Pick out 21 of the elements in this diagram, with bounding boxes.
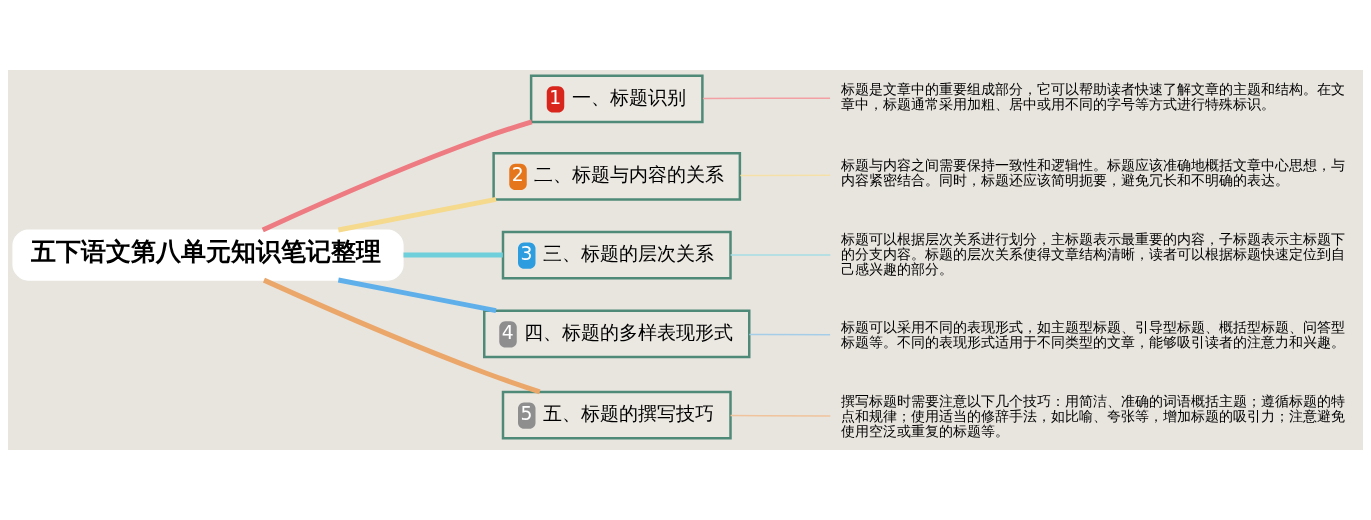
node-text: 撰写标题时需要注意以下几个技巧：用简洁、准确的词语概括主题；遵循标题的特点和规律；使用适当的修辞手法，如比喻、夸张等，增加标题的吸引力；注意避免使用空泛或重复的标题等。	[840, 393, 1345, 439]
node-text: 标题是文章中的重要组成部分，它可以帮助读者快速了解文章的主题和结构。在文章中，标题通常采用加粗、居中或用不同的字号等方式进行特殊标识。	[840, 80, 1345, 112]
connector	[337, 277, 497, 314]
connector	[262, 277, 541, 395]
node-text: 标题可以采用不同的表现形式，如主题型标题、引导型标题、概括型标题、问答型标题等。不同的表现形式适用于不同类型的文章，能够吸引读者的注意力和兴趣。	[840, 319, 1345, 351]
connector	[261, 119, 533, 233]
connector	[739, 174, 831, 177]
connector	[337, 196, 497, 233]
connector	[403, 252, 503, 258]
node-box: 1 一、标题识别	[529, 74, 704, 124]
node-text: 标题与内容之间需要保持一致性和逻辑性。标题应该准确地概括文章中心思想，与内容紧密结合。同时，标题还应该简明扼要，避免冗长和不明确的表达。	[840, 156, 1345, 188]
connector	[748, 333, 831, 336]
node-box: 3 三、标题的层次关系	[501, 230, 732, 280]
node-box: 5 五、标题的撰写技巧	[501, 390, 732, 440]
node-box: 五下语文第八单元知识笔记整理	[12, 229, 404, 281]
node-box: 4 四、标题的多样表现形式	[483, 309, 751, 359]
connector	[729, 414, 832, 417]
connector	[702, 97, 831, 100]
connector	[729, 254, 832, 256]
node-box: 2 二、标题与内容的关系	[492, 151, 742, 201]
node-text: 标题可以根据层次关系进行划分，主标题表示最重要的内容，子标题表示主标题下的分支内容。标题的层次关系使得文章结构清晰，读者可以根据标题快速定位到自己感兴趣的部分。	[840, 230, 1345, 277]
